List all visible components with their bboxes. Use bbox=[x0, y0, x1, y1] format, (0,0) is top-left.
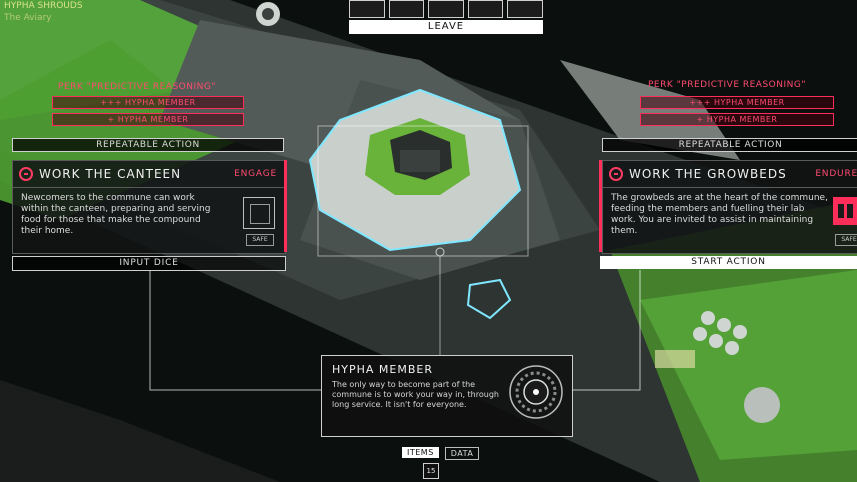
target-dial-icon bbox=[509, 365, 563, 419]
growbeds-card-title: WORK THE GROWBEDS bbox=[629, 167, 787, 181]
resource-slot bbox=[388, 0, 425, 18]
turn-counter-badge: 15 bbox=[423, 463, 439, 479]
start-action-button[interactable]: START ACTION bbox=[600, 256, 857, 269]
hypha-member-info-panel: HYPHA MEMBER The only way to become part… bbox=[321, 355, 573, 437]
canteen-card-title: WORK THE CANTEEN bbox=[39, 167, 182, 181]
minus-circle-icon bbox=[609, 167, 623, 181]
engage-label[interactable]: ENGAGE bbox=[234, 169, 277, 179]
resource-slot bbox=[507, 0, 543, 18]
dice-pip-icon bbox=[838, 204, 844, 218]
resource-slot bbox=[467, 0, 504, 18]
left-repeatable-tag: REPEATABLE ACTION bbox=[12, 138, 284, 152]
dice-pip-icon bbox=[847, 204, 853, 218]
minus-circle-icon bbox=[19, 167, 33, 181]
safe-badge: SAFE bbox=[246, 234, 274, 246]
top-resource-bar bbox=[349, 0, 543, 18]
dice-slot[interactable] bbox=[243, 197, 275, 229]
growbeds-card-description: The growbeds are at the heart of the com… bbox=[611, 193, 828, 236]
right-perk-title: PERK "PREDICTIVE REASONING" bbox=[648, 80, 806, 90]
left-perk-title: PERK "PREDICTIVE REASONING" bbox=[58, 82, 216, 92]
growbeds-card-header: WORK THE GROWBEDS ENDURE bbox=[603, 161, 857, 188]
right-perk-line-1: +++ HYPHA MEMBER bbox=[640, 96, 834, 109]
left-perk-line-2: + HYPHA MEMBER bbox=[52, 113, 244, 126]
resource-slot bbox=[349, 0, 385, 18]
canteen-card-header: WORK THE CANTEEN ENGAGE bbox=[13, 161, 285, 188]
info-description: The only way to become part of the commu… bbox=[332, 380, 499, 409]
info-title: HYPHA MEMBER bbox=[332, 363, 433, 376]
right-perk-line-2: + HYPHA MEMBER bbox=[640, 113, 834, 126]
right-repeatable-tag: REPEATABLE ACTION bbox=[602, 138, 857, 152]
input-dice-button[interactable]: INPUT DICE bbox=[12, 256, 286, 271]
dice-slot-frame-icon bbox=[250, 204, 270, 224]
safe-badge: SAFE bbox=[835, 234, 857, 246]
resource-slot bbox=[428, 0, 464, 18]
canteen-action-card[interactable]: WORK THE CANTEEN ENGAGE Newcomers to the… bbox=[12, 160, 286, 254]
faction-name: HYPHA SHROUDS bbox=[4, 1, 83, 11]
growbeds-action-card[interactable]: WORK THE GROWBEDS ENDURE The growbeds ar… bbox=[602, 160, 857, 254]
bottom-tabs: ITEMS DATA bbox=[402, 447, 480, 460]
canteen-card-description: Newcomers to the commune can work within… bbox=[21, 193, 211, 236]
right-card-accent bbox=[599, 160, 602, 252]
tab-data[interactable]: DATA bbox=[444, 447, 480, 460]
tab-items[interactable]: ITEMS bbox=[402, 447, 439, 458]
endure-label[interactable]: ENDURE bbox=[815, 169, 857, 179]
dice-slot-filled[interactable] bbox=[833, 197, 857, 225]
leave-button[interactable]: LEAVE bbox=[349, 20, 543, 34]
left-perk-line-1: +++ HYPHA MEMBER bbox=[52, 96, 244, 109]
left-card-accent bbox=[284, 160, 287, 252]
faction-location: The Aviary bbox=[4, 13, 52, 23]
faction-header: HYPHA SHROUDS The Aviary bbox=[4, 0, 83, 24]
